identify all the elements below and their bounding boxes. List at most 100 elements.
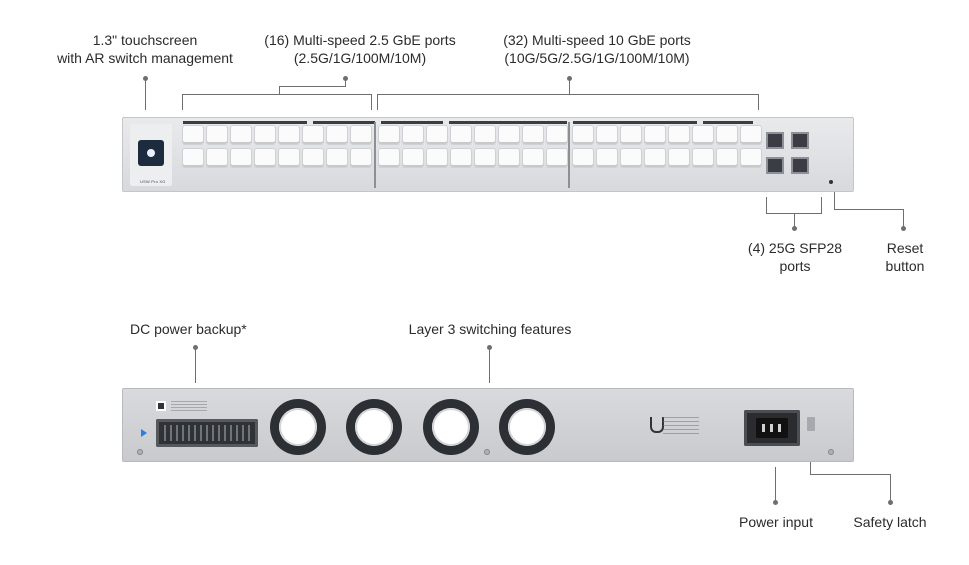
sfp28-port[interactable] <box>766 132 784 149</box>
ports-10g-bracket <box>377 94 759 95</box>
rj45-port[interactable] <box>693 149 713 167</box>
rj45-port[interactable] <box>523 149 543 167</box>
rj45-port[interactable] <box>255 149 275 167</box>
switch-front-panel: USW Pro XG <box>122 117 854 192</box>
rj45-port[interactable] <box>547 149 567 167</box>
ports-10g-label-line1: (32) Multi-speed 10 GbE ports <box>503 32 691 48</box>
touchscreen[interactable] <box>138 140 164 166</box>
rj45-port[interactable] <box>717 126 737 144</box>
rj45-port[interactable] <box>231 149 251 167</box>
rj45-port[interactable] <box>231 126 251 144</box>
rj45-port[interactable] <box>207 126 227 144</box>
port-bank-2-bar <box>313 121 375 124</box>
touchscreen-area: USW Pro XG <box>130 124 172 186</box>
rj45-port[interactable] <box>499 126 519 144</box>
sfp28-label-line2: ports <box>779 258 811 274</box>
ports-2-5g-label-line2: (2.5G/1G/100M/10M) <box>293 50 427 66</box>
rj45-port[interactable] <box>351 126 371 144</box>
rj45-port[interactable] <box>451 126 471 144</box>
rj45-port[interactable] <box>669 126 689 144</box>
rj45-port[interactable] <box>379 126 399 144</box>
ports-10g-group-b <box>573 126 761 167</box>
dc-power-leader <box>195 347 196 383</box>
ports-2-5g-bracket-stem <box>279 86 280 94</box>
ports-2-5g-group <box>183 126 371 167</box>
rj45-port[interactable] <box>597 149 617 167</box>
rj45-port[interactable] <box>351 149 371 167</box>
ports-2-5g-leader-v <box>345 78 346 86</box>
rj45-port[interactable] <box>621 149 641 167</box>
ports-2-5g-bracket <box>182 94 372 95</box>
rj45-port[interactable] <box>547 126 567 144</box>
rj45-port[interactable] <box>427 126 447 144</box>
touchscreen-label-line1: 1.3" touchscreen <box>92 32 198 48</box>
sfp28-ports-group <box>766 132 809 174</box>
dc-power-connector[interactable] <box>156 419 258 447</box>
ports-2-5g-leader-h <box>279 86 346 87</box>
rj45-port[interactable] <box>207 149 227 167</box>
rj45-port[interactable] <box>693 126 713 144</box>
rj45-port[interactable] <box>279 126 299 144</box>
rj45-port[interactable] <box>183 126 203 144</box>
ports-10g-label-line2: (10G/5G/2.5G/1G/100M/10M) <box>504 50 690 66</box>
rj45-port[interactable] <box>303 126 323 144</box>
rj45-port[interactable] <box>327 126 347 144</box>
rj45-port[interactable] <box>645 149 665 167</box>
ports-2-5g-label-line1: (16) Multi-speed 2.5 GbE ports <box>264 32 456 48</box>
rj45-port[interactable] <box>451 149 471 167</box>
rj45-port[interactable] <box>741 126 761 144</box>
port-bank-6-bar <box>703 121 753 124</box>
reset-label-line1: Reset <box>886 240 924 256</box>
fan-icon <box>499 399 555 455</box>
rj45-port[interactable] <box>255 126 275 144</box>
port-group-divider <box>568 122 570 188</box>
fan-icon <box>270 399 326 455</box>
rj45-port[interactable] <box>523 126 543 144</box>
rj45-port[interactable] <box>403 126 423 144</box>
rj45-port[interactable] <box>475 126 495 144</box>
layer3-label: Layer 3 switching features <box>408 321 572 337</box>
rj45-port[interactable] <box>669 149 689 167</box>
rj45-port[interactable] <box>597 126 617 144</box>
rj45-port[interactable] <box>499 149 519 167</box>
rj45-port[interactable] <box>645 126 665 144</box>
safety-latch-leader-dot <box>888 500 893 505</box>
port-bank-5-bar <box>573 121 697 124</box>
rj45-port[interactable] <box>279 149 299 167</box>
rj45-port[interactable] <box>403 149 423 167</box>
screw-icon <box>828 449 834 455</box>
rj45-port[interactable] <box>183 149 203 167</box>
model-label: USW Pro XG <box>140 179 166 184</box>
reset-button[interactable] <box>829 180 833 184</box>
reset-leader-h <box>834 209 904 210</box>
safety-latch-label: Safety latch <box>853 514 927 530</box>
reset-leader-v2 <box>903 209 904 226</box>
fan-icon <box>346 399 402 455</box>
rj45-port[interactable] <box>427 149 447 167</box>
rj45-port[interactable] <box>379 149 399 167</box>
rj45-port[interactable] <box>717 149 737 167</box>
touchscreen-label-line2: with AR switch management <box>57 50 233 66</box>
reset-leader-v <box>834 190 835 209</box>
power-input-label: Power input <box>739 514 813 530</box>
qr-code-icon <box>156 401 166 411</box>
sfp28-port[interactable] <box>791 157 809 174</box>
device-sticker <box>171 401 207 413</box>
sfp28-label-line1: (4) 25G SFP28 <box>747 240 843 256</box>
sfp28-leader <box>794 213 795 227</box>
rj45-port[interactable] <box>475 149 495 167</box>
power-input-socket[interactable] <box>744 410 800 446</box>
rj45-port[interactable] <box>573 149 593 167</box>
ports-2-5g-bracket-left <box>182 94 183 110</box>
ports-10g-bracket-right <box>758 94 759 110</box>
rj45-port[interactable] <box>303 149 323 167</box>
sfp28-port[interactable] <box>766 157 784 174</box>
rj45-port[interactable] <box>621 126 641 144</box>
certification-marks <box>663 417 699 437</box>
safety-latch[interactable] <box>807 417 815 431</box>
rj45-port[interactable] <box>573 126 593 144</box>
rj45-port[interactable] <box>741 149 761 167</box>
port-bank-4-bar <box>449 121 567 124</box>
rj45-port[interactable] <box>327 149 347 167</box>
sfp28-port[interactable] <box>791 132 809 149</box>
